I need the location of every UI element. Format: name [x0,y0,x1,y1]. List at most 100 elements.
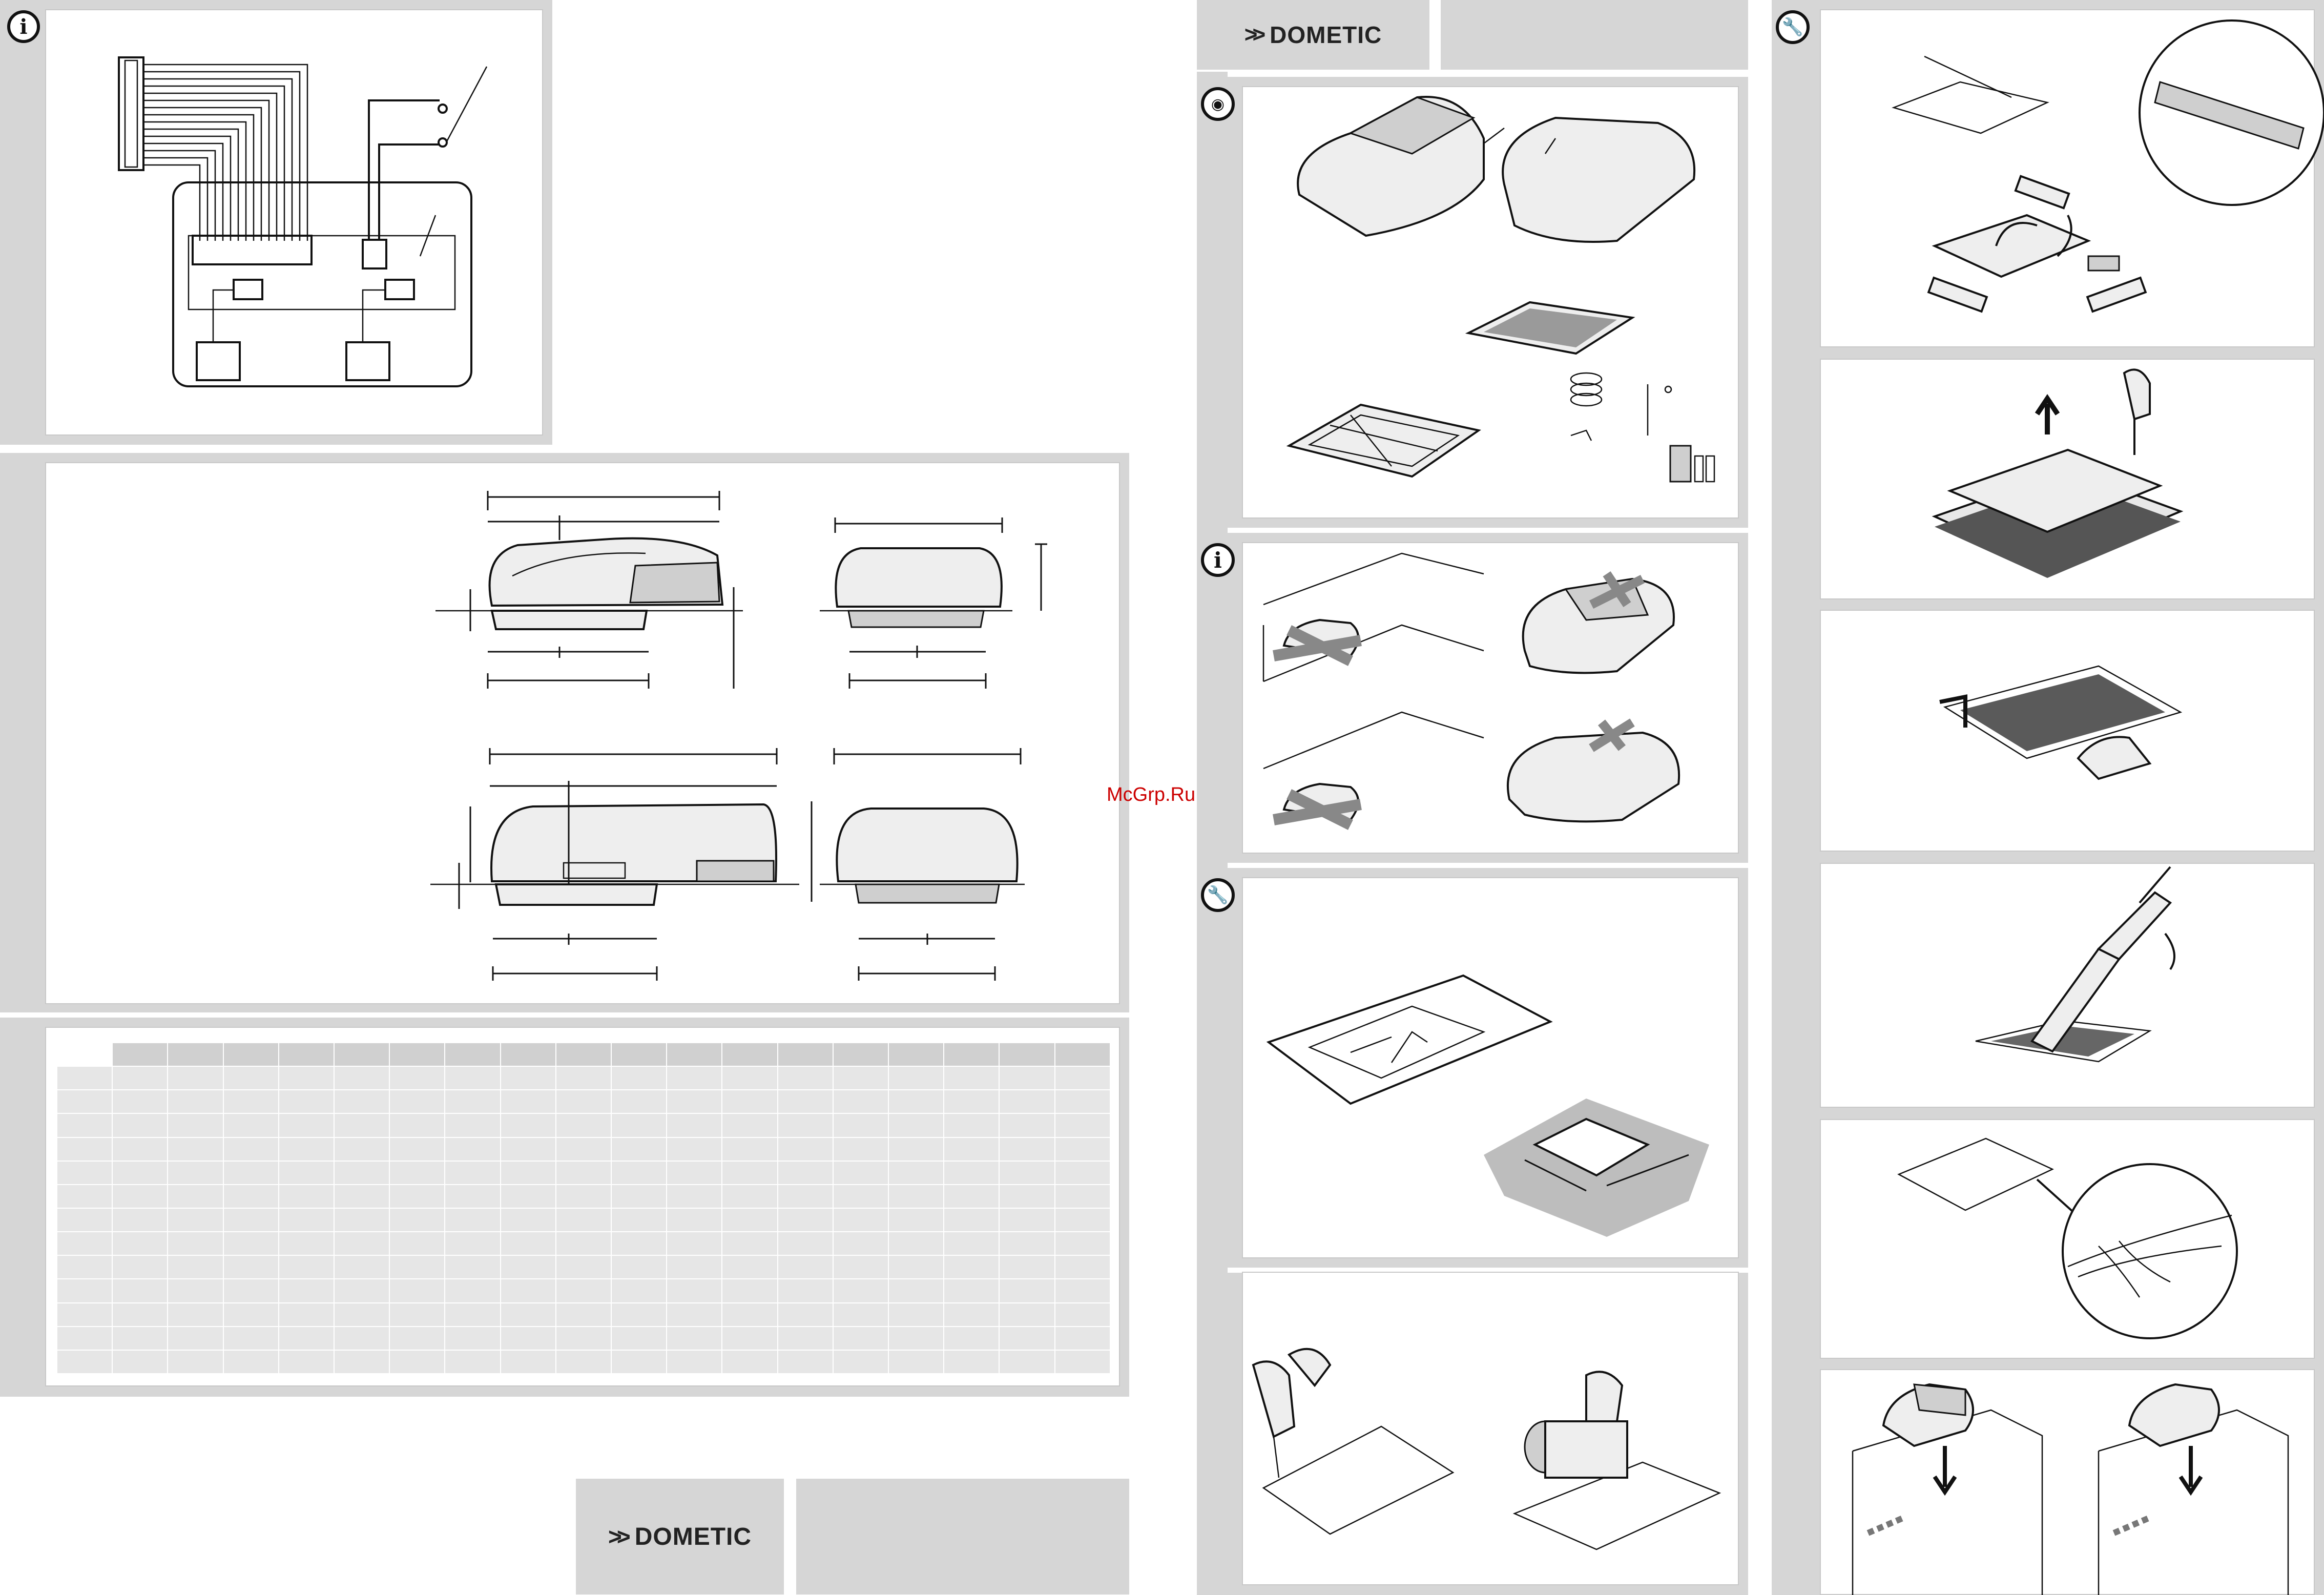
spec-table-cell [611,1349,668,1375]
spec-table-cell [389,1349,446,1375]
spec-table-cell [666,1089,723,1114]
spec-table-cell [389,1136,446,1162]
spec-table-cell [943,1042,1000,1067]
spec-table-cell [1054,1255,1111,1280]
spec-table-cell [56,1184,113,1209]
spec-table-cell [222,1089,279,1114]
spec-table-cell [888,1278,945,1303]
spec-table-cell [666,1136,723,1162]
spec-table-cell [777,1302,834,1327]
spec-table-cell [611,1302,668,1327]
spec-table-cell [1054,1207,1111,1233]
header-logo-text: DOMETIC [1270,22,1382,48]
spec-table-cell [611,1113,668,1138]
spec-table-cell [500,1113,556,1138]
watermark: McGrp.Ru [1107,784,1196,805]
spec-table-cell [444,1302,501,1327]
spec-table-cell [167,1136,224,1162]
spec-table-cell [666,1349,723,1375]
spec-table-cell [222,1042,279,1067]
spec-table-cell [777,1089,834,1114]
spec-table-cell [888,1255,945,1280]
spec-table-cell [222,1349,279,1375]
spec-table-cell [334,1302,390,1327]
spec-table-row [56,1349,1111,1375]
step-2-illustration [1932,368,2184,578]
spec-table-cell [999,1207,1055,1233]
unit-front-view-top [820,517,1047,689]
spec-table-cell [555,1160,612,1185]
spec-table-cell [999,1066,1055,1091]
spec-table-cell [444,1231,501,1256]
spec-table-cell [1054,1160,1111,1185]
spec-table-cell [943,1302,1000,1327]
spec-table-cell [666,1255,723,1280]
drilling-illustration [1252,1348,1721,1550]
spec-table-cell [832,1160,889,1185]
spec-table-cell [721,1042,778,1067]
spec-table-cell [444,1113,501,1138]
spec-table-cell [444,1160,501,1185]
cover-logo-box: >> DOMETIC [576,1479,784,1594]
spec-table-cell [832,1302,889,1327]
spec-table-cell [666,1042,723,1067]
spec-table-cell [943,1207,1000,1233]
spec-table-cell [167,1302,224,1327]
spec-table-cell [832,1136,889,1162]
spec-table-cell [943,1136,1000,1162]
spec-table-cell [112,1349,169,1375]
dometic-chevron-icon: >> [608,1523,631,1550]
spec-table-cell [334,1136,390,1162]
spec-table-cell [721,1207,778,1233]
step-6-illustration [1852,1383,2289,1595]
spec-table-cell [1054,1325,1111,1351]
spec-table-cell [1054,1278,1111,1303]
spec-table-cell [444,1349,501,1375]
spec-table-cell [222,1207,279,1233]
info-icon: i [7,10,40,43]
spec-table-cell [389,1325,446,1351]
spec-table-cell [1054,1066,1111,1091]
cover-logo-text: DOMETIC [634,1523,752,1550]
spec-table-cell [999,1349,1055,1375]
spec-table-cell [278,1184,335,1209]
spec-table-cell [999,1113,1055,1138]
spec-table-cell [112,1325,169,1351]
spec-table-cell [444,1136,501,1162]
spec-table-cell [222,1113,279,1138]
spec-table-cell [888,1184,945,1209]
spec-table-cell [611,1231,668,1256]
spec-table-cell [999,1042,1055,1067]
spec-table-cell [721,1255,778,1280]
spec-table-cell [167,1207,224,1233]
eye-icon: ◉ [1201,87,1235,121]
spec-table-cell [389,1066,446,1091]
spec-table-row [56,1302,1111,1327]
spec-table-cell [167,1255,224,1280]
spec-table-cell [334,1042,390,1067]
spec-table-cell [167,1231,224,1256]
spec-table-cell [666,1231,723,1256]
spec-table-cell [777,1207,834,1233]
spec-table-cell [777,1066,834,1091]
spec-table-cell [112,1160,169,1185]
spec-table-cell [555,1325,612,1351]
spec-table-row [56,1231,1111,1256]
spec-table-cell [666,1207,723,1233]
spec-table-cell [334,1349,390,1375]
spec-table-cell [334,1278,390,1303]
spec-table-cell [999,1089,1055,1114]
spec-table-cell [999,1160,1055,1185]
spec-table-cell [777,1160,834,1185]
spec-table-cell [666,1113,723,1138]
spec-table-cell [666,1302,723,1327]
spec-table-cell [334,1255,390,1280]
spec-table-cell [500,1136,556,1162]
spec-table-cell [167,1042,224,1067]
spec-table-cell [222,1136,279,1162]
spec-table-cell [278,1042,335,1067]
spec-table-cell [334,1325,390,1351]
header-logo-box: >> DOMETIC [1197,0,1429,70]
spec-table-row [56,1066,1111,1091]
spec-table-cell [777,1325,834,1351]
